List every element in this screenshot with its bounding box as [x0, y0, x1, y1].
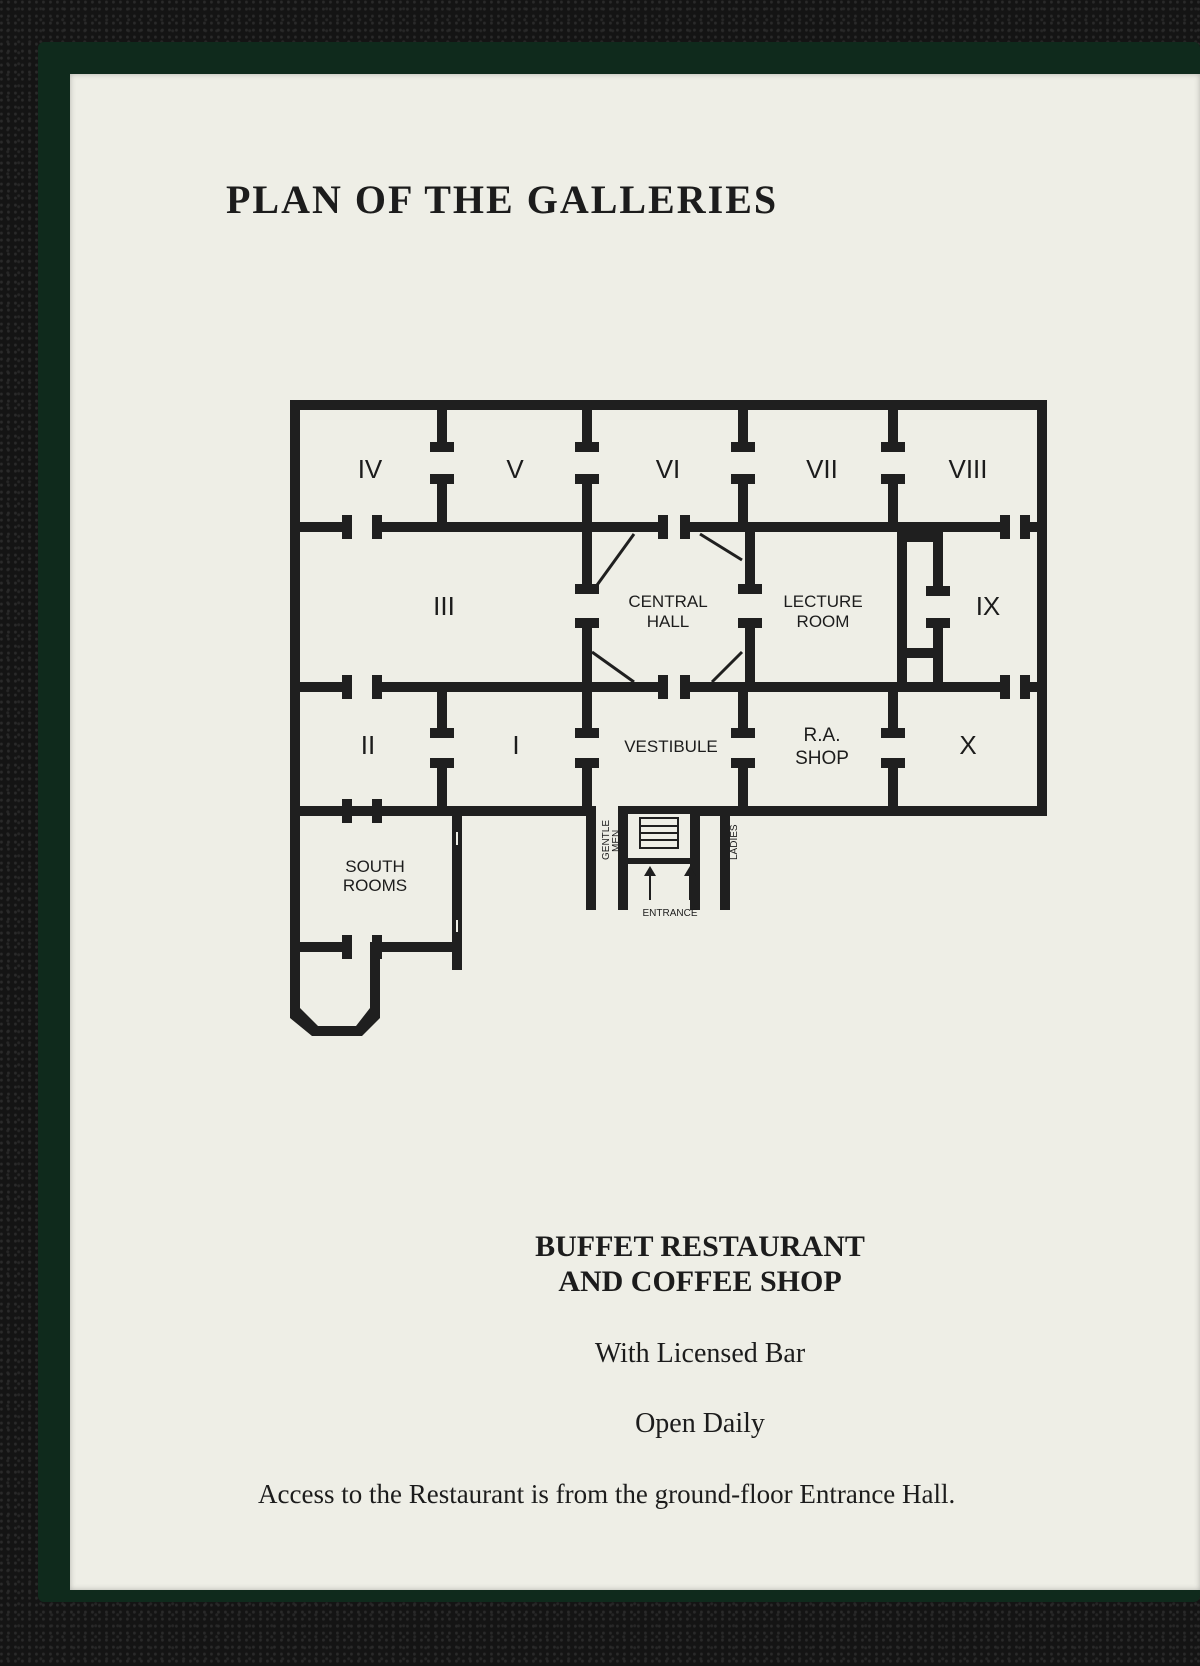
room-label-i: I	[512, 730, 519, 760]
room-label-vi: VI	[656, 454, 681, 484]
wall	[374, 522, 660, 532]
wall	[628, 858, 690, 864]
room-label-ix: IX	[976, 591, 1001, 621]
gentlemen-label: GENTLE	[601, 820, 612, 860]
door-swings	[590, 532, 744, 684]
wall	[437, 476, 447, 532]
wall	[374, 682, 660, 692]
wall	[628, 806, 690, 814]
wall	[738, 760, 748, 816]
page-title: PLAN OF THE GALLERIES	[226, 177, 779, 222]
room-label-ii: II	[361, 730, 375, 760]
restaurant-heading: AND COFFEE SHOP	[558, 1265, 842, 1298]
plan-walls	[290, 400, 1047, 1036]
ra-shop-label: R.A.	[804, 725, 841, 746]
wall	[437, 692, 447, 734]
wall	[290, 942, 350, 952]
entrance-arrows	[644, 866, 696, 876]
wall	[888, 476, 898, 532]
wall	[690, 806, 700, 910]
restaurant-heading: BUFFET RESTAURANT	[535, 1230, 865, 1263]
wall	[290, 682, 350, 692]
wall	[888, 760, 898, 816]
ra-shop-label: SHOP	[795, 748, 849, 769]
room-label-viii: VIII	[948, 454, 987, 484]
wall	[582, 522, 592, 592]
entrance-stairs	[639, 817, 691, 900]
wall	[374, 942, 462, 952]
wall	[290, 522, 350, 532]
wall	[738, 400, 748, 450]
room-label-iv: IV	[358, 454, 383, 484]
wall	[582, 760, 592, 816]
wall	[720, 806, 730, 910]
room-label-x: X	[959, 730, 976, 760]
ladies-label: LADIES	[729, 824, 740, 860]
room-label-vii: VII	[806, 454, 838, 484]
wall	[684, 522, 1002, 532]
gentlemen-label: MEN	[611, 830, 622, 852]
wall	[582, 476, 592, 532]
south-rooms-label: SOUTH	[345, 857, 405, 876]
wall	[586, 806, 596, 910]
wall	[933, 620, 943, 682]
wall-north	[290, 400, 1047, 410]
wall	[888, 400, 898, 450]
vestibule-label: VESTIBULE	[624, 737, 718, 756]
wall	[933, 532, 943, 588]
wall	[437, 400, 447, 450]
wall	[1022, 682, 1047, 692]
wall	[618, 806, 628, 910]
wall	[582, 620, 592, 692]
lecture-room-label: ROOM	[797, 612, 850, 631]
entrance-label: ENTRANCE	[642, 908, 697, 919]
room-label-iii: III	[433, 591, 455, 621]
wall	[738, 692, 748, 734]
wall	[370, 942, 380, 1018]
wall	[1022, 522, 1047, 532]
wall	[897, 648, 943, 658]
room-label-v: V	[506, 454, 524, 484]
wall	[290, 1008, 380, 1036]
wall	[897, 532, 943, 542]
wall-south-east	[700, 806, 1047, 816]
wall-west	[290, 400, 300, 1018]
opening-text: Open Daily	[635, 1408, 765, 1439]
wall	[897, 532, 907, 682]
south-rooms-label: ROOMS	[343, 876, 407, 895]
wall	[452, 806, 462, 970]
wall	[738, 476, 748, 532]
access-text: Access to the Restaurant is from the gro…	[258, 1479, 956, 1509]
central-hall-label: CENTRAL	[628, 592, 707, 611]
licensed-bar-text: With Licensed Bar	[594, 1338, 806, 1369]
wall	[582, 692, 592, 734]
book-page	[70, 74, 1200, 1590]
wall	[745, 522, 755, 592]
wall	[582, 400, 592, 450]
central-hall-label: HALL	[647, 612, 690, 631]
wall	[684, 682, 1002, 692]
wall-east	[1037, 400, 1047, 816]
wall	[888, 692, 898, 734]
wall	[437, 760, 447, 816]
wall	[745, 620, 755, 692]
lecture-room-label: LECTURE	[783, 592, 862, 611]
door-jambs	[342, 442, 1030, 959]
